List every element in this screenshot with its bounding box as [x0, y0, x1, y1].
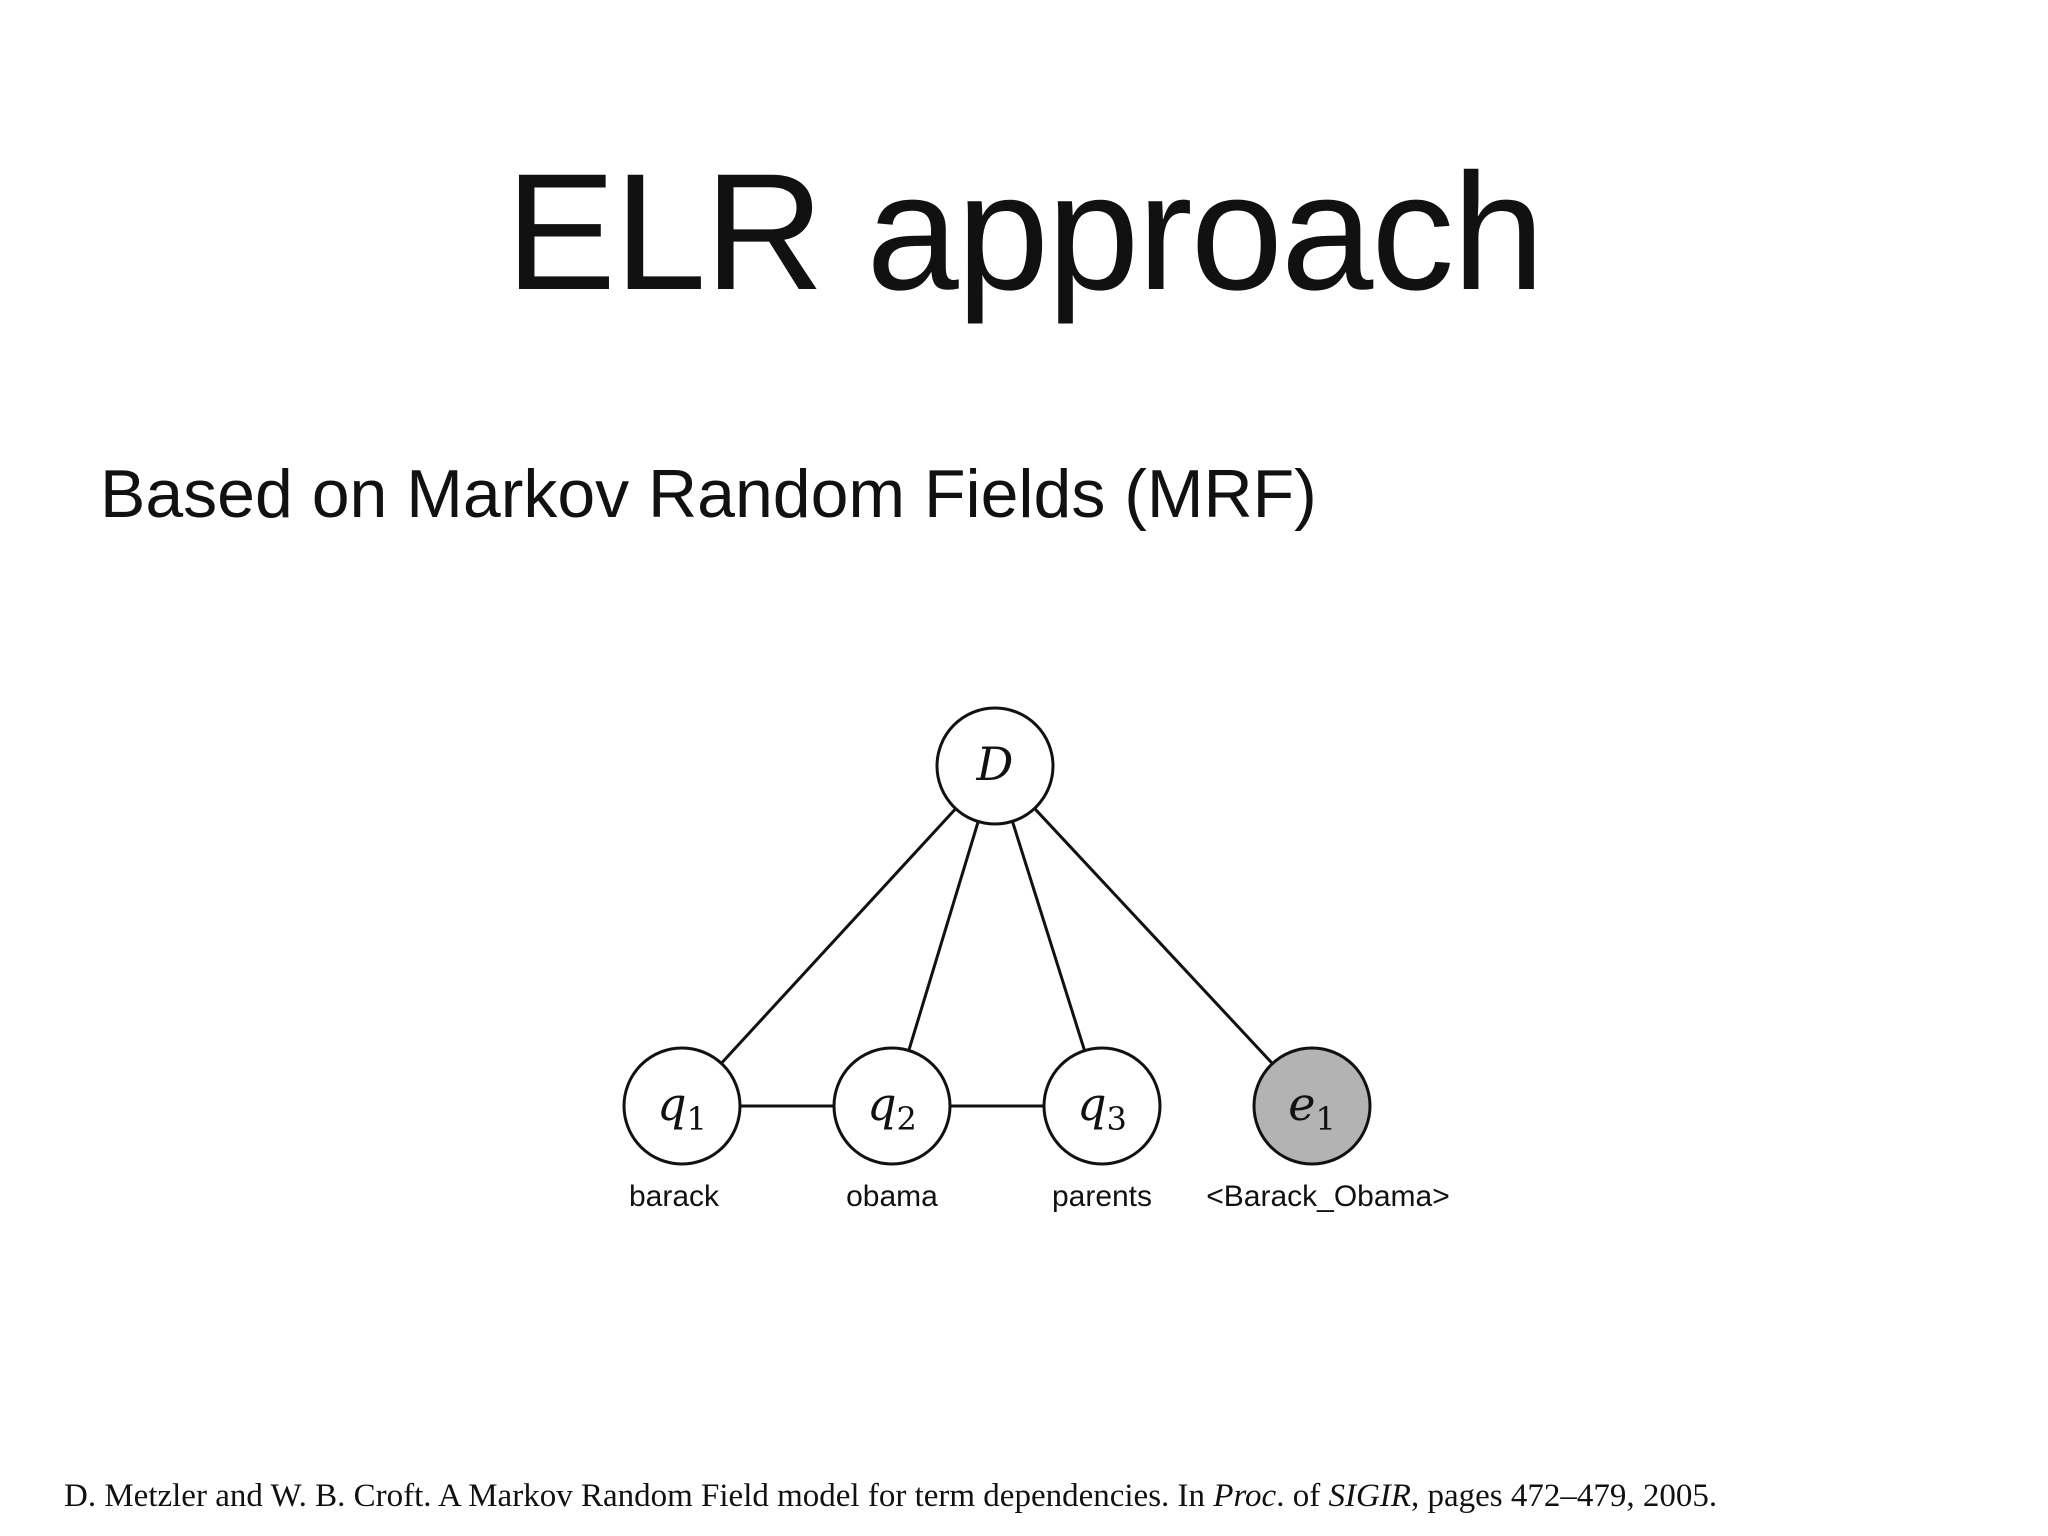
citation-rest: , pages 472–479, 2005. — [1410, 1478, 1718, 1514]
node-label-q2: q2 — [867, 1077, 917, 1138]
citation-venue-sep: . of — [1276, 1478, 1329, 1514]
node-D: D — [935, 706, 1055, 826]
edge-D-q3 — [1010, 820, 1087, 1052]
node-circle-q3 — [1042, 1046, 1162, 1166]
term-label-e1: <Barack_Obama> — [1206, 1180, 1449, 1213]
node-label-D: D — [976, 737, 1014, 791]
node-circle-e1 — [1252, 1046, 1372, 1166]
term-label-q3: parents — [1052, 1180, 1152, 1213]
citation: D. Metzler and W. B. Croft. A Markov Ran… — [64, 1480, 1717, 1513]
node-label-e1: e1 — [1288, 1077, 1336, 1138]
term-label-q2: obama — [846, 1180, 938, 1213]
citation-venue-name: SIGIR — [1328, 1478, 1411, 1514]
term-label-q1: barack — [629, 1180, 720, 1213]
node-e1: e1 <Barack_Obama> — [1206, 1046, 1450, 1213]
citation-venue-prefix: Proc — [1213, 1478, 1277, 1514]
edges — [720, 807, 1274, 1108]
slide-subtitle: Based on Markov Random Fields (MRF) — [100, 456, 1317, 532]
node-q2: q2 obama — [832, 1046, 952, 1213]
slide-title: ELR approach — [505, 140, 1544, 325]
node-circle-q1 — [622, 1046, 742, 1166]
edge-D-q2 — [907, 821, 980, 1051]
node-q1: q1 barack — [622, 1046, 742, 1213]
citation-authors: D. Metzler and W. B. Croft. A Markov Ran… — [64, 1478, 1214, 1514]
node-circle-q2 — [832, 1046, 952, 1166]
node-label-q3: q3 — [1077, 1077, 1127, 1138]
edge-D-e1 — [1033, 807, 1274, 1065]
node-circle-D — [935, 706, 1055, 826]
edge-D-q1 — [720, 807, 957, 1065]
nodes: Dq1 barack q2 obama q3 parents e1 <Barack_Obama… — [622, 706, 1450, 1213]
node-q3: q3 parents — [1042, 1046, 1162, 1213]
node-label-q1: q1 — [657, 1077, 707, 1138]
